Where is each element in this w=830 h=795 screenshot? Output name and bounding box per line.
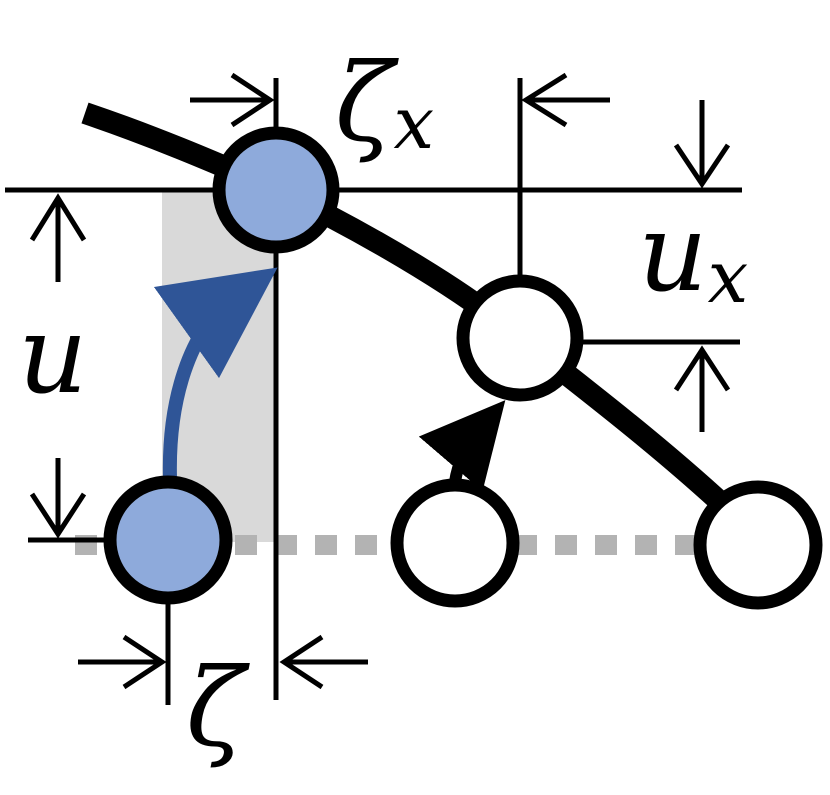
label-zeta-x: ζx xyxy=(335,41,434,166)
original-node-white-right xyxy=(693,480,823,610)
displaced-node-white xyxy=(456,274,584,402)
displaced-node-top xyxy=(212,126,340,254)
u-dimension-arrows xyxy=(29,193,87,539)
blue-displacement-arrow xyxy=(153,267,278,479)
original-node-blue xyxy=(103,475,233,605)
black-displacement-arrow xyxy=(418,400,506,492)
original-node-white-middle xyxy=(390,478,520,608)
zeta-x-dimension-arrows xyxy=(190,72,610,128)
label-u: u xyxy=(18,293,88,418)
label-u-x: ux xyxy=(638,191,748,319)
zeta-dimension-arrows xyxy=(78,634,368,690)
u-x-dimension-arrows xyxy=(673,100,731,432)
deformed-beam-curve xyxy=(81,102,768,548)
label-zeta: ζ xyxy=(186,646,250,771)
